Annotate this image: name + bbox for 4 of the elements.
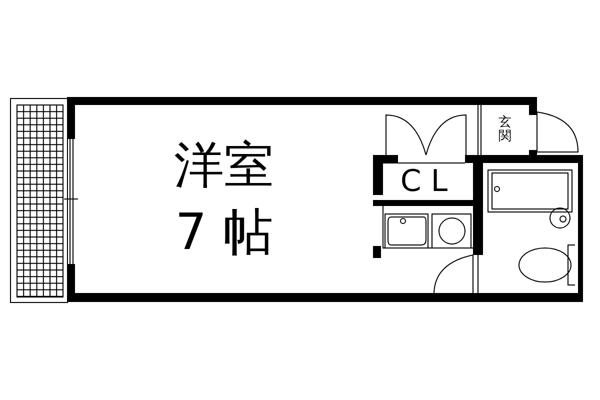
entrance-label: 玄関	[498, 116, 512, 144]
room-name: 7 帖	[175, 205, 273, 260]
room-name: 洋室	[174, 138, 274, 193]
closet-label: C L	[400, 165, 448, 198]
